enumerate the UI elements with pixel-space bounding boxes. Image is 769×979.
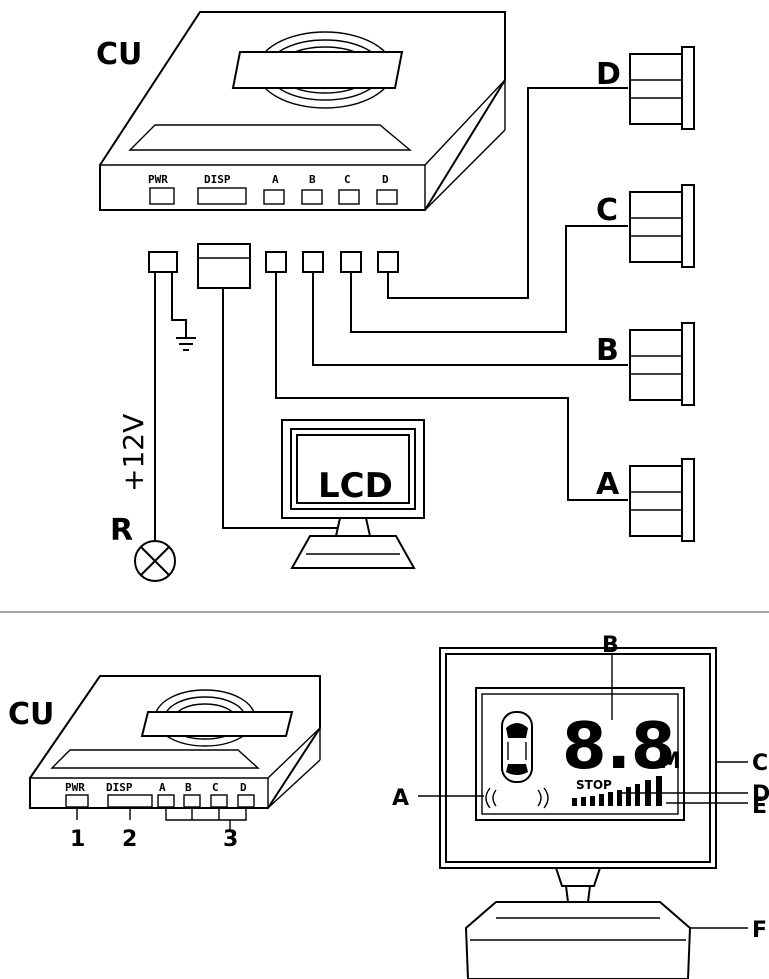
display-callout-a: A	[392, 786, 409, 811]
pwr-socket	[149, 187, 175, 205]
reverse-label: R	[110, 513, 133, 548]
callout-2: 2	[122, 827, 137, 852]
wires	[134, 87, 628, 582]
voltage-label: +12V	[117, 414, 150, 492]
cu-label-top: CU	[96, 37, 142, 72]
port-label-c: C	[344, 173, 351, 186]
sensor-label-a: A	[596, 467, 620, 502]
lcd-monitor-top	[281, 419, 425, 569]
sensor-label-c: C	[596, 193, 618, 228]
sensor-label-d: D	[596, 57, 621, 92]
connector-row	[148, 243, 399, 289]
port-label-a: A	[272, 173, 279, 186]
display-callout-f: F	[752, 918, 767, 943]
lcd-display-detail	[439, 647, 717, 979]
cu-label-bottom: CU	[8, 697, 54, 732]
callout-1: 1	[70, 827, 85, 852]
display-callout-e: E	[752, 794, 767, 819]
bottom-port-label-d: D	[240, 781, 247, 794]
car-icon	[501, 711, 533, 783]
d-socket	[376, 189, 398, 205]
bottom-port-label-disp: DISP	[106, 781, 133, 794]
display-callout-b: B	[602, 633, 619, 658]
stop-text: STOP	[576, 778, 612, 792]
sensor-a	[629, 458, 695, 542]
control-unit-top: PWR DISP A B C D	[98, 11, 506, 211]
control-unit-bottom: PWR DISP A B C D	[28, 675, 321, 809]
callout-lines-cu	[76, 808, 247, 830]
sensor-c	[629, 184, 695, 268]
display-callout-c: C	[752, 751, 768, 776]
bottom-port-label-c: C	[212, 781, 219, 794]
sensors-top	[629, 46, 695, 542]
distance-value: 8.8	[562, 710, 675, 784]
sensor-label-b: B	[596, 333, 619, 368]
distance-unit: M	[659, 749, 681, 774]
a-socket	[263, 189, 285, 205]
disp-socket	[197, 187, 247, 205]
port-label-d: D	[382, 173, 389, 186]
sensor-wave-icons	[485, 787, 549, 809]
display-callout-d: D	[752, 782, 769, 807]
sensor-d	[629, 46, 695, 130]
lcd-label: LCD	[318, 466, 393, 506]
port-label-disp: DISP	[204, 173, 231, 186]
port-label-b: B	[309, 173, 316, 186]
b-socket	[301, 189, 323, 205]
callout-3: 3	[223, 827, 238, 852]
sensor-b	[629, 322, 695, 406]
bottom-port-label-a: A	[159, 781, 166, 794]
bottom-port-label-pwr: PWR	[65, 781, 85, 794]
display-callout-lines	[418, 654, 748, 929]
bottom-port-label-b: B	[185, 781, 192, 794]
port-label-pwr: PWR	[148, 173, 168, 186]
c-socket	[338, 189, 360, 205]
